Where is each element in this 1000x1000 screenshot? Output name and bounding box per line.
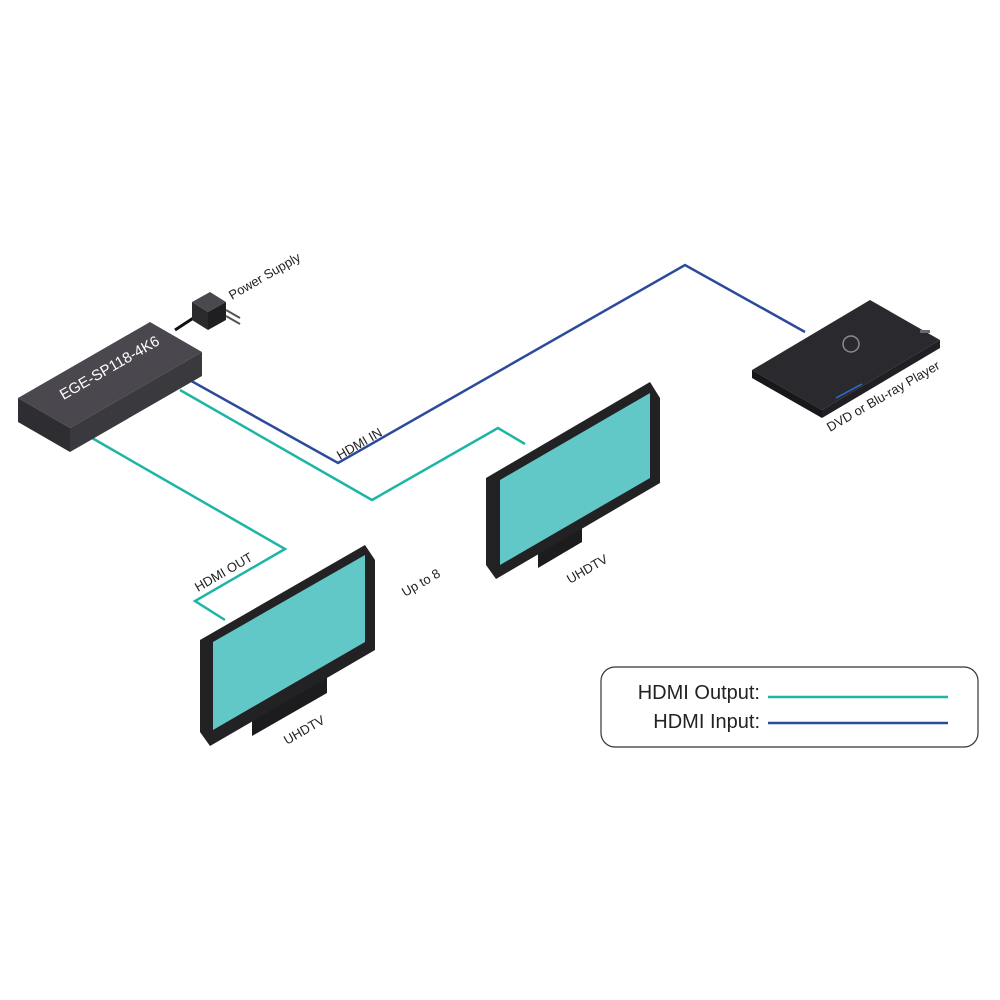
legend-input-label: HDMI Input: <box>653 711 760 733</box>
hdmi-input-cable <box>185 263 806 465</box>
splitter-device: EGE-SP118-4K6 <box>18 322 202 452</box>
power-supply-label: Power Supply <box>226 249 303 302</box>
uhdtv-back <box>486 382 660 579</box>
legend-output-label: HDMI Output: <box>638 682 760 704</box>
uhdtv-front <box>200 545 375 746</box>
tv-back-label: UHDTV <box>564 551 611 587</box>
power-supply-device <box>192 292 241 330</box>
hdmi-output-cable-front-tv <box>91 436 288 622</box>
tv-front-label: UHDTV <box>281 712 328 748</box>
hdmi-output-cable-back-tv <box>179 388 526 502</box>
hdmi-in-label: HDMI IN <box>334 425 385 463</box>
tv-screen-back <box>500 393 650 565</box>
dvd-player-device <box>752 300 940 418</box>
legend-box: HDMI Output: HDMI Input: <box>600 666 979 748</box>
up-to-label: Up to 8 <box>399 566 443 600</box>
tv-screen-front <box>213 555 365 730</box>
